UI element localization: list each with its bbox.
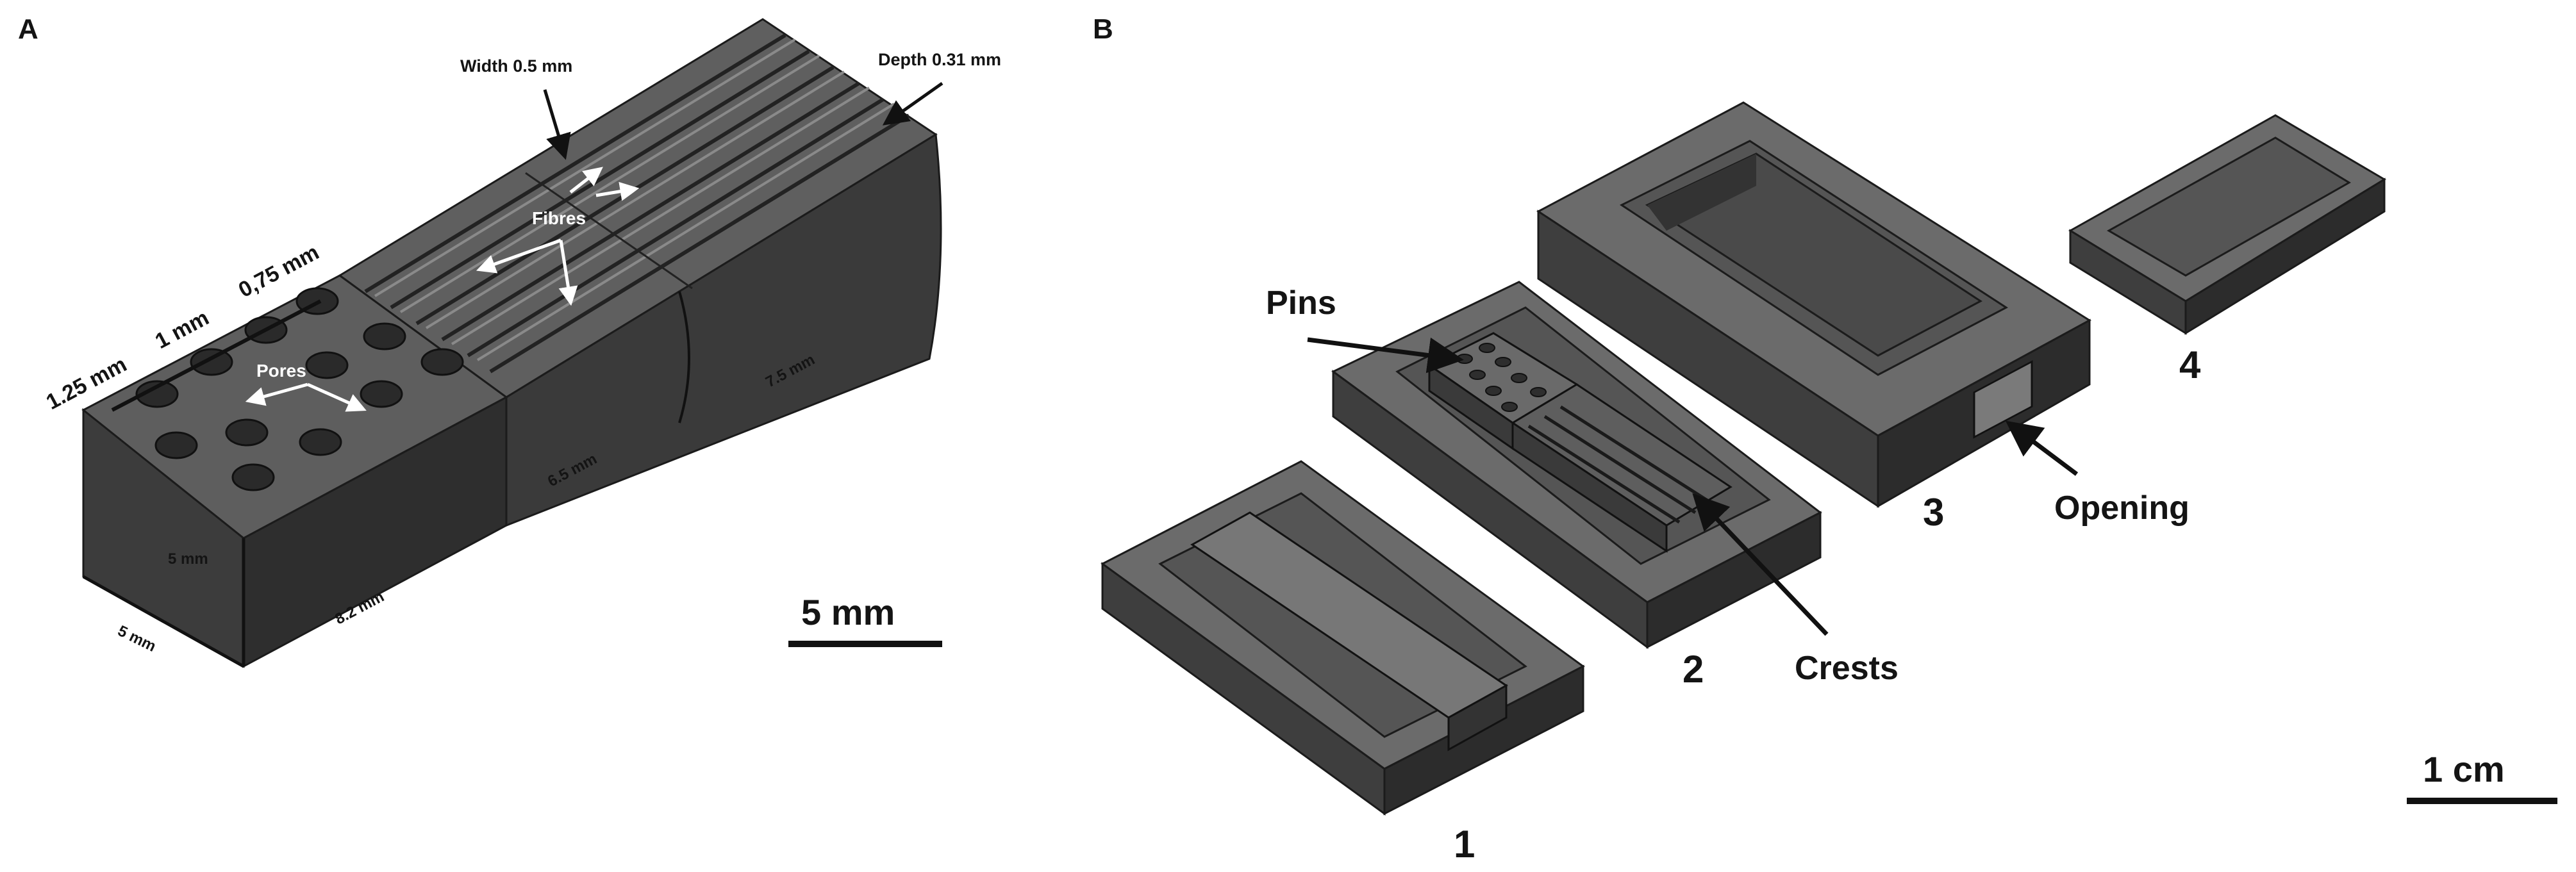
pore-block	[81, 274, 508, 668]
section-divider-top	[525, 172, 693, 290]
pore	[420, 348, 464, 376]
pin	[1495, 357, 1511, 367]
pore-spacing-line	[111, 299, 322, 412]
crests	[1527, 405, 1713, 524]
part-4	[2068, 114, 2386, 335]
pore	[305, 351, 349, 379]
panel-a: A Width 0.5 mm Depth 0.31 mm 1.25 mm 1 m…	[0, 0, 1038, 668]
pore	[135, 380, 179, 408]
fibre-front-face	[505, 133, 942, 527]
part-3	[1536, 101, 2091, 508]
part3-cavity-wall	[1647, 154, 1756, 231]
panel-b: B	[1093, 13, 2557, 866]
pore	[154, 431, 198, 459]
crests-arrow	[1692, 493, 1829, 636]
part1-right	[1383, 664, 1584, 816]
fibre-section	[338, 18, 942, 527]
dim-height-label: 5 mm	[168, 550, 208, 568]
fibres-callout: Fibres	[532, 208, 586, 228]
pore	[231, 463, 275, 491]
pore	[190, 348, 233, 376]
panel-b-letter: B	[1093, 13, 1113, 45]
pins-arrow	[1307, 337, 1464, 374]
pin	[1501, 402, 1518, 412]
dim-depth-label: Depth 0.31 mm	[878, 50, 1001, 69]
pore	[225, 418, 269, 447]
pin	[1511, 373, 1527, 383]
dim-depth-arrow	[882, 81, 943, 126]
fibres-arrows	[476, 167, 640, 306]
opening-callout: Opening	[2054, 489, 2190, 527]
dim-width-label: Width 0.5 mm	[460, 56, 572, 76]
part-1	[1101, 460, 1585, 816]
part4-right	[2184, 177, 2386, 335]
base-dim-line	[82, 575, 245, 668]
dim-width-arrow	[543, 89, 571, 160]
pore	[299, 428, 342, 456]
part-number-4: 4	[2179, 343, 2201, 386]
pore	[360, 380, 403, 408]
pins	[1456, 343, 1547, 412]
part2-right	[1646, 511, 1822, 649]
part-number-1: 1	[1454, 823, 1475, 866]
scale-bar-b-label: 1 cm	[2423, 749, 2505, 789]
pores-callout: Pores	[256, 361, 306, 381]
part-number-3: 3	[1923, 491, 1944, 534]
pin	[1456, 354, 1473, 364]
part3-opening	[1973, 360, 2033, 439]
part3-cavity-floor	[1645, 152, 1982, 357]
pin	[1479, 343, 1495, 353]
pores-arrows	[245, 383, 367, 412]
opening-arrow	[2005, 420, 2079, 476]
pin	[1485, 386, 1502, 396]
crest-block-front	[1511, 421, 1668, 553]
part4-recess	[2106, 136, 2351, 277]
pore	[363, 322, 406, 350]
panel-a-letter: A	[18, 13, 38, 45]
part1-core-front	[1447, 684, 1508, 752]
pins-callout: Pins	[1266, 284, 1336, 322]
part-number-2: 2	[1683, 648, 1704, 691]
pin	[1469, 370, 1486, 380]
scale-bar-a-label: 5 mm	[801, 592, 895, 632]
crests-callout: Crests	[1795, 650, 1899, 687]
pin	[1530, 387, 1547, 397]
section-divider-1	[678, 291, 690, 424]
